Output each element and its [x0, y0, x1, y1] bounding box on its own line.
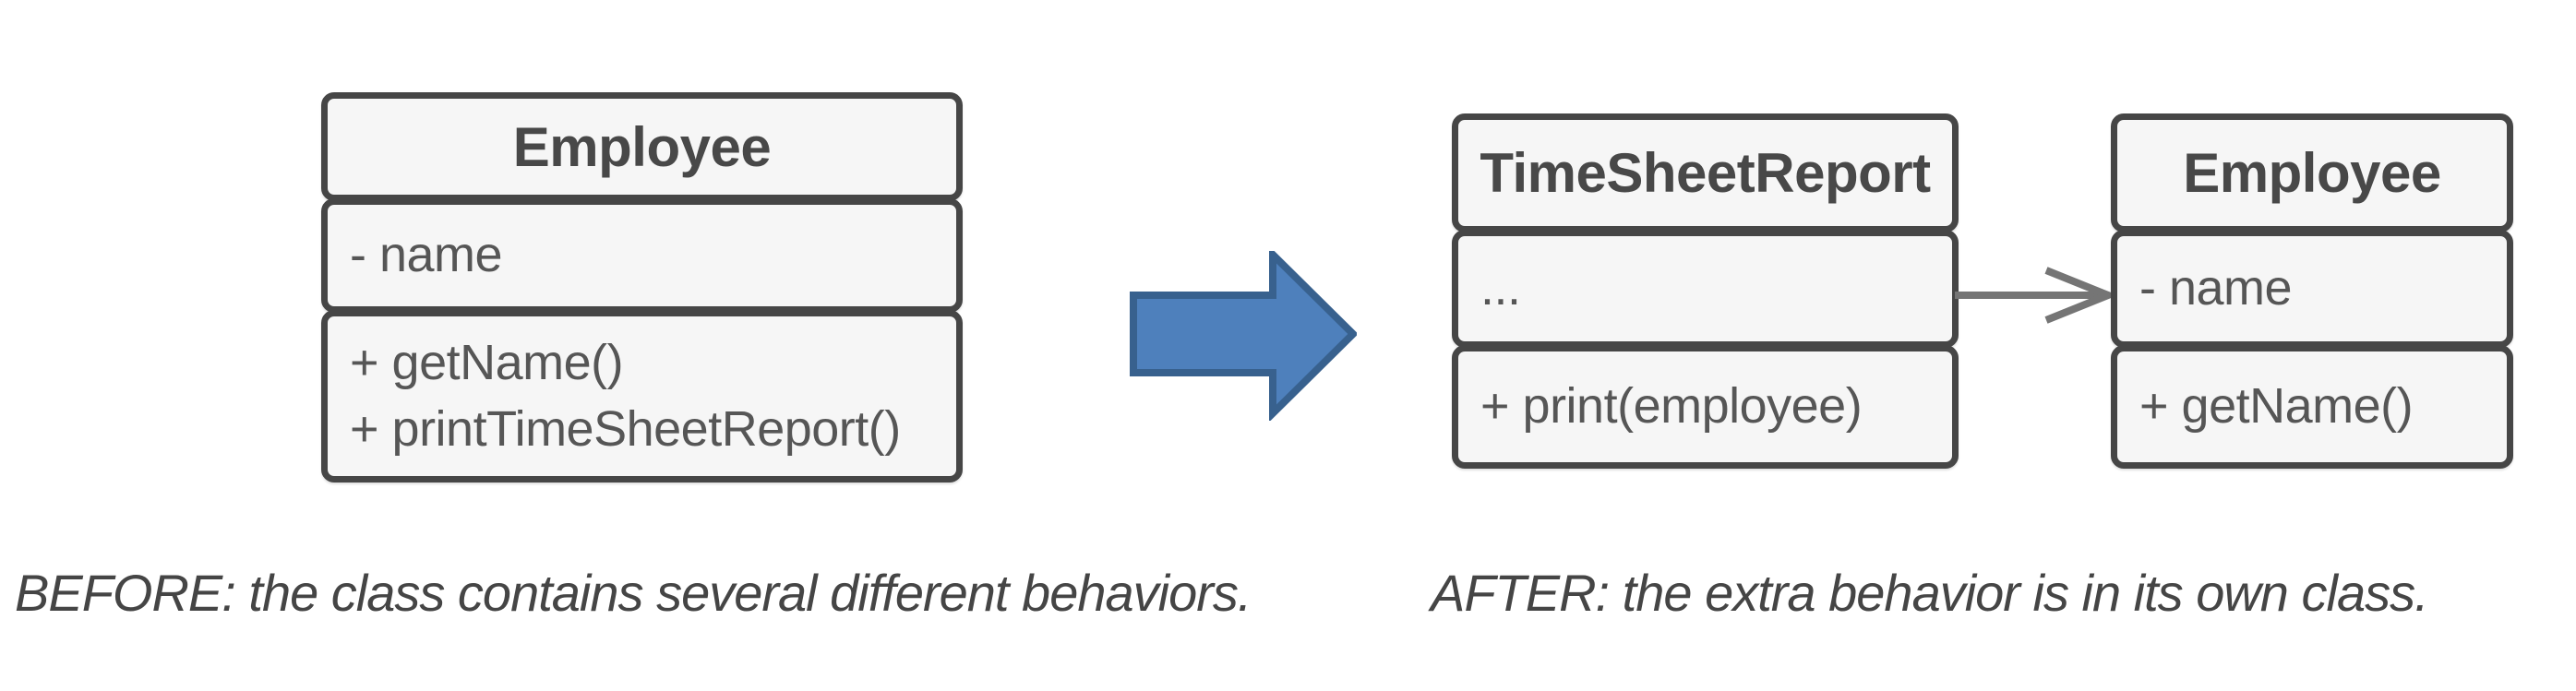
class-attributes-section: ... [1452, 230, 1959, 348]
class-method: + print(employee) [1480, 378, 1863, 435]
caption-before: BEFORE: the class contains several diffe… [15, 564, 1252, 622]
class-box-timesheetreport: TimeSheetReport ... + print(employee) [1452, 113, 1959, 469]
class-title-label: Employee [512, 115, 772, 178]
right-block-arrow-icon [1130, 251, 1357, 421]
class-title-label: TimeSheetReport [1480, 142, 1931, 204]
class-attributes-section: - name [321, 198, 963, 313]
class-title-label: Employee [2183, 142, 2441, 204]
class-methods-section: + getName() + printTimeSheetReport() [321, 310, 963, 483]
caption-after: AFTER: the extra behavior is in its own … [1431, 564, 2429, 622]
class-box-employee-before: Employee - name + getName() + printTimeS… [321, 92, 963, 483]
class-method: + getName() [350, 335, 624, 391]
class-method: + getName() [2139, 378, 2414, 435]
class-attribute: - name [2139, 260, 2293, 316]
class-box-employee-after: Employee - name + getName() [2111, 113, 2513, 469]
class-methods-section: + getName() [2111, 345, 2513, 469]
class-title: TimeSheetReport [1452, 113, 1959, 232]
association-arrow-icon [1955, 267, 2114, 324]
class-method: + printTimeSheetReport() [350, 400, 901, 457]
class-title: Employee [2111, 113, 2513, 232]
class-attributes-section: - name [2111, 230, 2513, 348]
class-title: Employee [321, 92, 963, 201]
class-methods-section: + print(employee) [1452, 345, 1959, 469]
class-attribute: - name [350, 227, 503, 283]
class-attribute: ... [1480, 260, 1521, 316]
